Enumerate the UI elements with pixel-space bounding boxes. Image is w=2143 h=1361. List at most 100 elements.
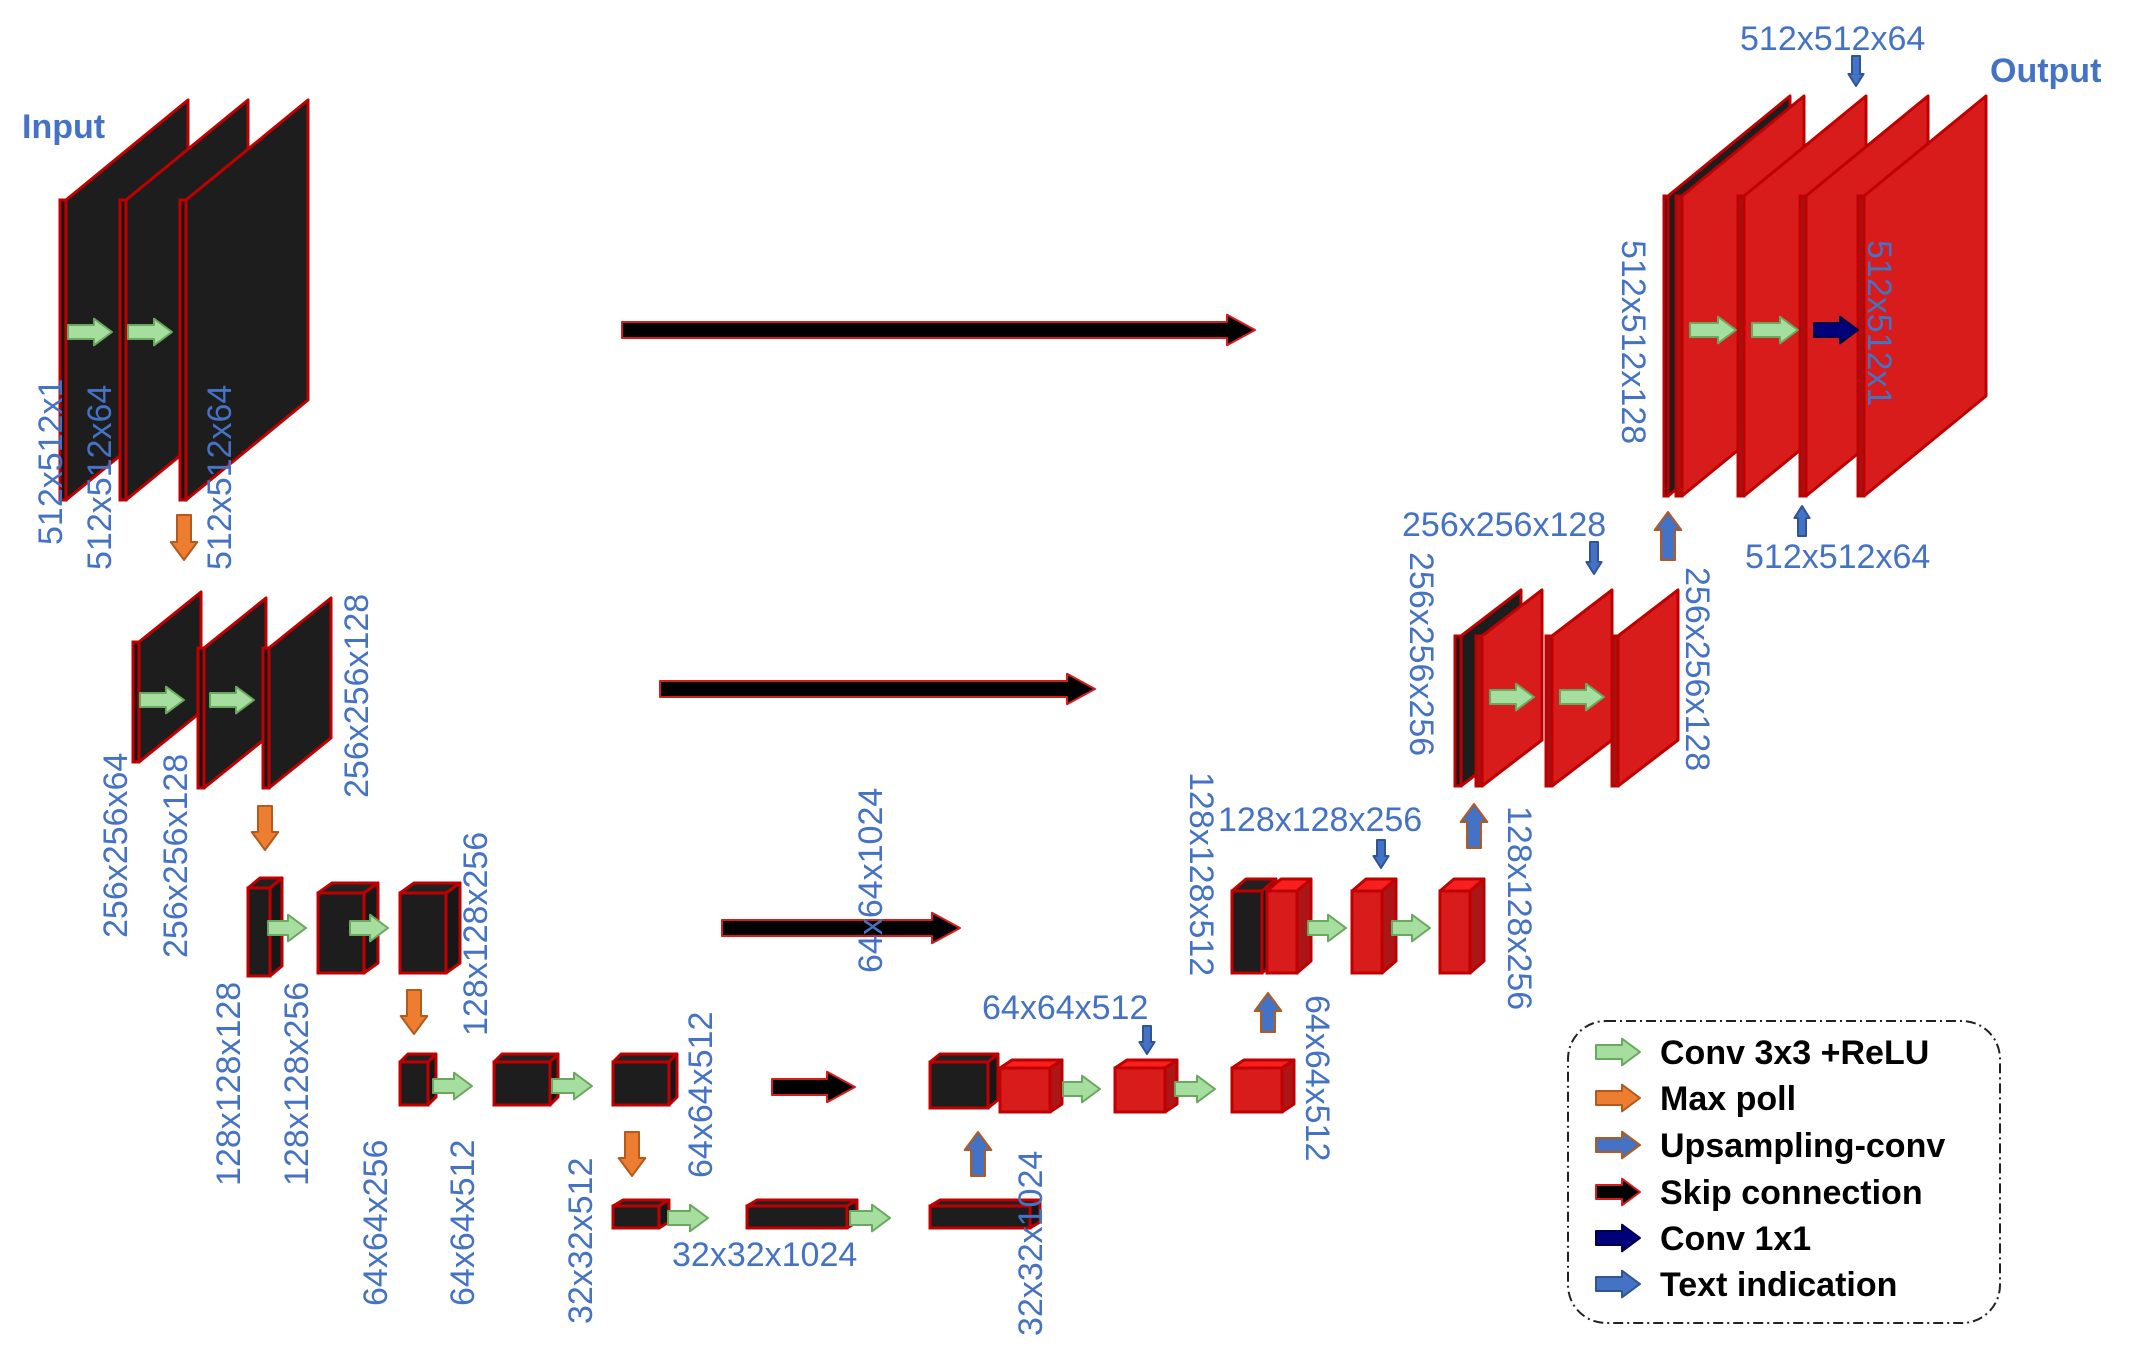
label-dec2-right: 128x128x256 bbox=[1500, 806, 1538, 1010]
block-enc2-conv2-front-face bbox=[398, 891, 448, 975]
upsampling-arrow-1 bbox=[963, 1131, 993, 1177]
text-indication-arrow-dec3 bbox=[1138, 1025, 1156, 1055]
block-dec2-conv1-front-face bbox=[1350, 889, 1384, 975]
label-dec2-left: 128x128x512 bbox=[1182, 772, 1220, 976]
block-dec3-conv1 bbox=[1113, 1058, 1179, 1114]
block-enc3-conv1-front-face bbox=[492, 1060, 552, 1107]
block-dec1-concat bbox=[1474, 588, 1544, 788]
block-bottleneck-out-front-face bbox=[928, 1204, 1032, 1230]
legend-skip-label: Skip connection bbox=[1660, 1174, 1923, 1212]
conv-arrow-enc3-1 bbox=[432, 1071, 473, 1101]
legend-icons bbox=[1595, 1037, 1641, 1299]
skip-arrow-level1 bbox=[659, 672, 1096, 706]
upsampling-arrow-3 bbox=[1459, 803, 1489, 849]
label-enc2-pool: 128x128x128 bbox=[210, 982, 248, 1186]
block-enc1-conv2-face bbox=[267, 596, 333, 790]
block-enc1-pool-face bbox=[137, 590, 203, 764]
label-dec0-left: 512x512x128 bbox=[1614, 240, 1652, 444]
block-enc3-conv1 bbox=[492, 1052, 560, 1107]
block-dec2-concat bbox=[1265, 877, 1313, 975]
block-dec1-conv2 bbox=[1610, 588, 1680, 788]
label-enc3-conv2: 64x64x512 bbox=[682, 1012, 720, 1178]
skip-arrow-level2 bbox=[721, 911, 961, 945]
input-title: Input bbox=[22, 108, 105, 146]
legend-maxpool-label: Max poll bbox=[1660, 1080, 1796, 1118]
label-enc1-pool: 256x256x64 bbox=[97, 753, 135, 938]
conv-arrow-enc0-1 bbox=[67, 317, 113, 347]
maxpool-arrow-3 bbox=[399, 989, 429, 1035]
block-dec3-conv2 bbox=[1230, 1058, 1296, 1114]
block-enc3-pool bbox=[398, 1052, 438, 1107]
label-enc2-conv1: 128x128x256 bbox=[278, 982, 316, 1186]
maxpool-arrow-icon bbox=[1595, 1083, 1641, 1113]
conv1x1-arrow-icon bbox=[1595, 1223, 1641, 1253]
text-indication-arrow-dec0-bottom bbox=[1793, 505, 1811, 537]
block-dec3-concat bbox=[998, 1058, 1064, 1114]
conv3x3-arrow-icon bbox=[1595, 1037, 1641, 1067]
block-dec2-upsampled-front-face bbox=[1230, 889, 1264, 975]
label-dec0-top: 512x512x64 bbox=[1740, 20, 1925, 58]
conv-arrow-enc0-2 bbox=[127, 317, 173, 347]
label-enc2-conv2: 128x128x256 bbox=[457, 832, 495, 1036]
conv-arrow-enc1-1 bbox=[139, 685, 185, 715]
conv-arrow-enc2-2 bbox=[349, 913, 389, 943]
block-enc0-conv2-face bbox=[184, 98, 310, 502]
label-dec3-upconcat: 64x64x1024 bbox=[852, 788, 890, 973]
conv-arrow-dec2-2 bbox=[1391, 913, 1431, 943]
block-dec3-concat-side-face bbox=[1048, 1058, 1064, 1114]
block-dec3-conv2-front-face bbox=[1230, 1066, 1284, 1114]
label-enc0-input: 512x512x1 bbox=[32, 379, 70, 545]
block-enc1-conv2 bbox=[261, 596, 333, 790]
operation-arrows bbox=[67, 55, 1865, 1233]
conv-arrow-dec2-1 bbox=[1307, 913, 1347, 943]
legend-upsampling-label: Upsampling-conv bbox=[1660, 1127, 1945, 1165]
label-output: 512x512x1 bbox=[1860, 240, 1898, 406]
block-dec3-upsampled bbox=[928, 1052, 1000, 1110]
conv-arrow-enc1-2 bbox=[209, 685, 255, 715]
maxpool-arrow-4 bbox=[617, 1131, 647, 1177]
block-dec3-upsampled-front-face bbox=[928, 1060, 990, 1110]
block-dec1-concat-face bbox=[1480, 588, 1544, 788]
conv1x1-arrow-output bbox=[1813, 315, 1859, 345]
skip-connections bbox=[621, 313, 1256, 1104]
block-dec1-conv1 bbox=[1544, 588, 1614, 788]
block-dec2-conv2-front-face bbox=[1438, 889, 1472, 975]
block-bottleneck-pool-front-face bbox=[611, 1204, 661, 1230]
legend: Conv 3x3 +ReLU Max poll Upsampling-conv … bbox=[1567, 1020, 2001, 1324]
conv-arrow-dec0-1 bbox=[1689, 315, 1737, 345]
block-dec3-conv1-front-face bbox=[1113, 1066, 1167, 1114]
block-dec2-conv2-side-face bbox=[1468, 877, 1486, 975]
label-bottleneck-conv: 32x32x1024 bbox=[672, 1236, 857, 1274]
block-dec1-conv2-face bbox=[1616, 588, 1680, 788]
label-enc1-conv2: 256x256x128 bbox=[338, 594, 376, 798]
block-dec2-conv1 bbox=[1350, 877, 1398, 975]
maxpool-arrow-2 bbox=[250, 805, 280, 851]
label-enc0-conv2: 512x512x64 bbox=[201, 385, 239, 570]
upsampling-arrow-4 bbox=[1653, 511, 1683, 561]
block-bottleneck-pool bbox=[611, 1198, 671, 1230]
skip-arrow-level0 bbox=[621, 313, 1256, 347]
block-bottleneck-conv-front-face bbox=[745, 1204, 849, 1230]
block-enc2-conv2 bbox=[398, 881, 462, 975]
conv-arrow-enc3-2 bbox=[551, 1071, 593, 1101]
legend-conv3x3-label: Conv 3x3 +ReLU bbox=[1660, 1034, 1929, 1072]
conv-arrow-dec1-1 bbox=[1489, 682, 1535, 712]
label-enc3-conv1: 64x64x512 bbox=[444, 1140, 482, 1306]
skip-arrow-level3 bbox=[771, 1070, 856, 1104]
legend-text-indication-label: Text indication bbox=[1660, 1266, 1897, 1304]
label-dec3-top: 64x64x512 bbox=[982, 989, 1148, 1027]
block-dec1-conv1-face bbox=[1550, 588, 1614, 788]
label-enc0-conv1: 512x512x64 bbox=[81, 385, 119, 570]
feature-map-blocks bbox=[58, 94, 1988, 1230]
conv-arrow-dec3-2 bbox=[1174, 1074, 1216, 1104]
label-enc1-conv1: 256x256x128 bbox=[157, 754, 195, 958]
label-dec1-left: 256x256x256 bbox=[1402, 552, 1440, 756]
text-indication-arrow-dec2 bbox=[1372, 839, 1390, 869]
block-dec0-output-face bbox=[1862, 94, 1988, 498]
block-enc3-conv2-front-face bbox=[611, 1060, 671, 1107]
label-dec2-top: 128x128x256 bbox=[1218, 801, 1422, 839]
conv-arrow-dec0-2 bbox=[1751, 315, 1799, 345]
label-dec1-top: 256x256x128 bbox=[1402, 506, 1606, 544]
block-enc2-pool-front-face bbox=[246, 886, 272, 978]
